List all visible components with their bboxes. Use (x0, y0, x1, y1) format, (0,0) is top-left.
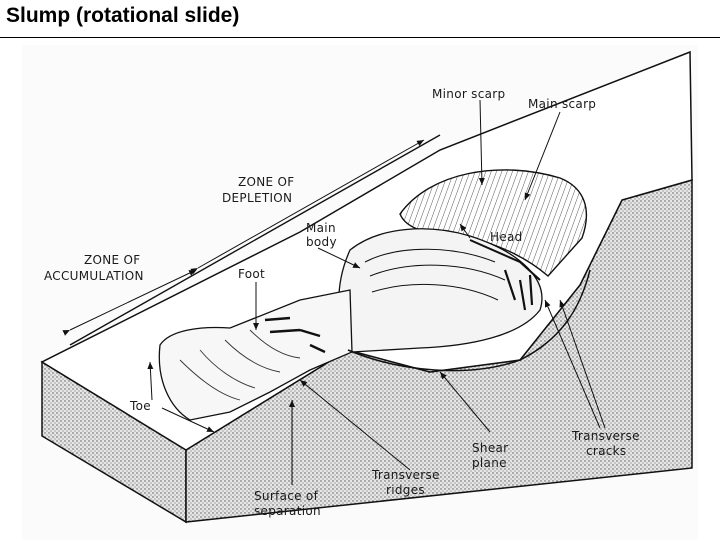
label-main-body-line2: body (306, 235, 337, 249)
label-shear-plane-line1: Shear (472, 441, 508, 455)
label-transverse-cracks-line1: Transverse (571, 429, 640, 443)
label-surface-of-separation-line2: separation (254, 504, 321, 518)
label-zone-depletion-line2: DEPLETION (222, 191, 292, 205)
label-surface-of-separation-line1: Surface of (254, 489, 319, 503)
label-main-scarp: Main scarp (528, 97, 596, 111)
label-foot: Foot (238, 267, 265, 281)
label-transverse-cracks-line2: cracks (586, 444, 626, 458)
label-zone-accumulation-line2: ACCUMULATION (44, 269, 144, 283)
label-transverse-ridges-line1: Transverse (371, 468, 440, 482)
label-transverse-ridges-line2: ridges (386, 483, 425, 497)
label-head: Head (490, 230, 523, 244)
label-main-body-line1: Main (306, 221, 336, 235)
label-zone-accumulation-line1: ZONE OF (84, 253, 141, 267)
label-shear-plane-line2: plane (472, 456, 507, 470)
label-zone-depletion-line1: ZONE OF (238, 175, 295, 189)
label-minor-scarp: Minor scarp (432, 87, 505, 101)
label-toe: Toe (129, 399, 151, 413)
